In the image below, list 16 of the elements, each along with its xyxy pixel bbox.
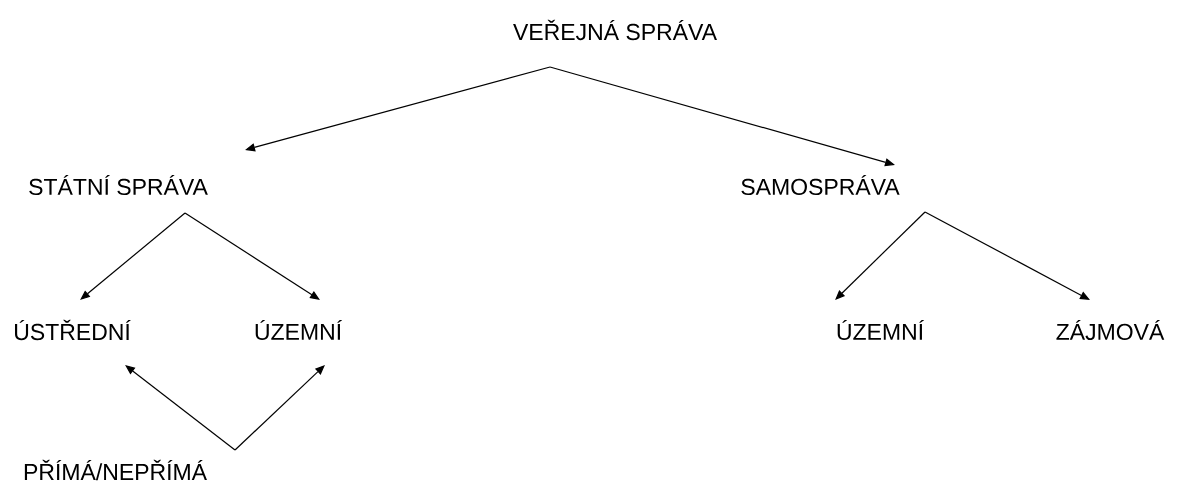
node-label: ZÁJMOVÁ (1056, 319, 1165, 341)
arrow (80, 212, 186, 300)
node-label: SAMOSPRÁVA (741, 174, 900, 196)
arrow (125, 365, 236, 451)
node-label: VEŘEJNÁ SPRÁVA (513, 19, 717, 41)
arrow (549, 66, 895, 167)
arrow (234, 365, 325, 451)
node-label: ÚZEMNÍ (255, 319, 343, 341)
arrow (835, 211, 926, 300)
node-label: STÁTNÍ SPRÁVA (29, 174, 208, 196)
arrow (184, 212, 320, 300)
node-label: PŘÍMÁ/NEPŘÍMÁ (24, 459, 207, 481)
arrow (924, 211, 1090, 300)
arrow (245, 66, 551, 152)
node-label: ÚSTŘEDNÍ (15, 319, 131, 341)
node-label: ÚZEMNÍ (837, 319, 925, 341)
